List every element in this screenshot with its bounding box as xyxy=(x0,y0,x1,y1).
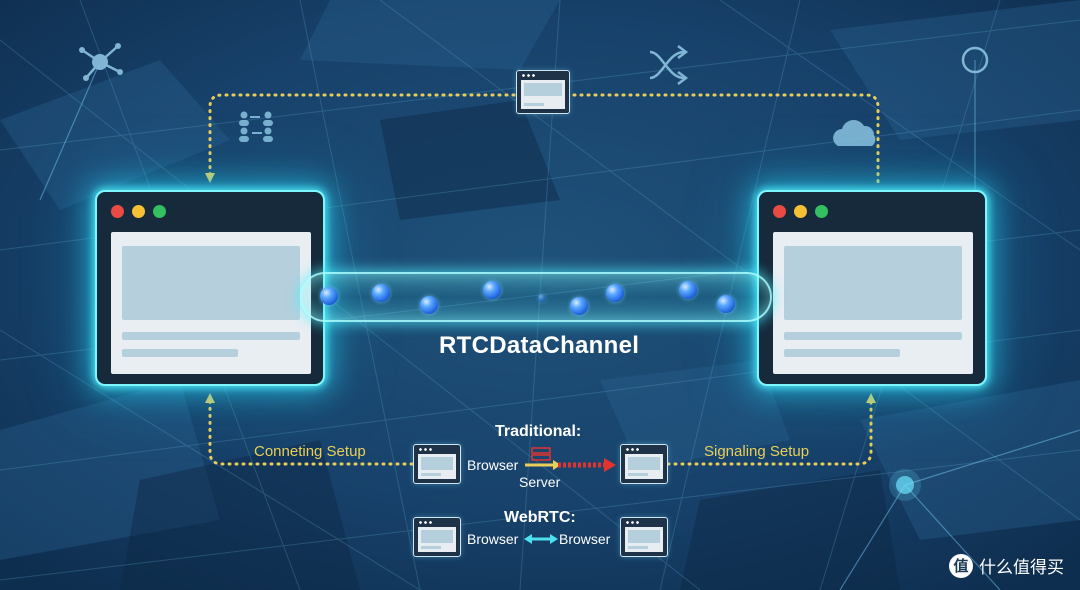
traditional-title: Traditional: xyxy=(495,423,582,440)
maximize-dot xyxy=(815,205,828,218)
content-image-placeholder xyxy=(122,246,300,320)
minimize-dot xyxy=(794,205,807,218)
browser-content xyxy=(111,232,311,374)
webrtc-right-browser-icon xyxy=(620,517,668,557)
top-right-flow xyxy=(572,93,880,184)
server-icon xyxy=(531,447,551,461)
webrtc-title: WebRTC: xyxy=(504,509,576,526)
data-packet xyxy=(679,281,697,299)
shuffle-icon xyxy=(649,45,689,85)
content-text-line xyxy=(122,332,300,340)
data-packet xyxy=(538,294,546,302)
maximize-dot xyxy=(153,205,166,218)
right-browser-window xyxy=(757,190,987,386)
cloud-icon xyxy=(833,120,876,146)
browser-content xyxy=(773,232,973,374)
channel-title: RTCDataChannel xyxy=(439,332,640,359)
traditional-left-browser-icon xyxy=(413,444,461,484)
traditional-server-label: Server xyxy=(519,474,561,490)
signaling-setup-label: Signaling Setup xyxy=(704,443,810,460)
close-dot xyxy=(773,205,786,218)
signaling-browser-icon xyxy=(516,70,570,114)
users-exchange-icon xyxy=(239,111,273,142)
watermark-logo: 值 xyxy=(949,553,973,578)
traditional-browser-label: Browser xyxy=(467,457,519,473)
webrtc-browser-right-label: Browser xyxy=(559,531,611,547)
data-packet xyxy=(372,284,390,302)
data-packet xyxy=(570,297,588,315)
bottom-right-flow xyxy=(666,393,876,466)
content-text-line xyxy=(784,349,900,357)
content-text-line xyxy=(122,349,238,357)
ring-node-icon xyxy=(961,46,989,74)
content-text-line xyxy=(784,332,962,340)
network-node-icon xyxy=(79,43,123,81)
data-packet xyxy=(606,284,624,302)
webrtc-left-browser-icon xyxy=(413,517,461,557)
top-left-flow xyxy=(205,93,516,183)
connecting-setup-label: Conneting Setup xyxy=(254,443,366,460)
content-image-placeholder xyxy=(784,246,962,320)
browser-to-browser-arrow xyxy=(524,534,558,544)
data-packet xyxy=(717,295,735,313)
close-dot xyxy=(111,205,124,218)
webrtc-browser-left-label: Browser xyxy=(467,531,519,547)
traditional-right-browser-icon xyxy=(620,444,668,484)
data-packet xyxy=(483,281,501,299)
data-packet xyxy=(320,287,338,305)
watermark: 值 什么值得买 xyxy=(949,553,1064,578)
minimize-dot xyxy=(132,205,145,218)
data-packet xyxy=(420,296,438,314)
bottom-left-flow xyxy=(205,393,414,466)
left-browser-window xyxy=(95,190,325,386)
data-channel-tube xyxy=(300,272,772,322)
watermark-text: 什么值得买 xyxy=(979,558,1064,578)
